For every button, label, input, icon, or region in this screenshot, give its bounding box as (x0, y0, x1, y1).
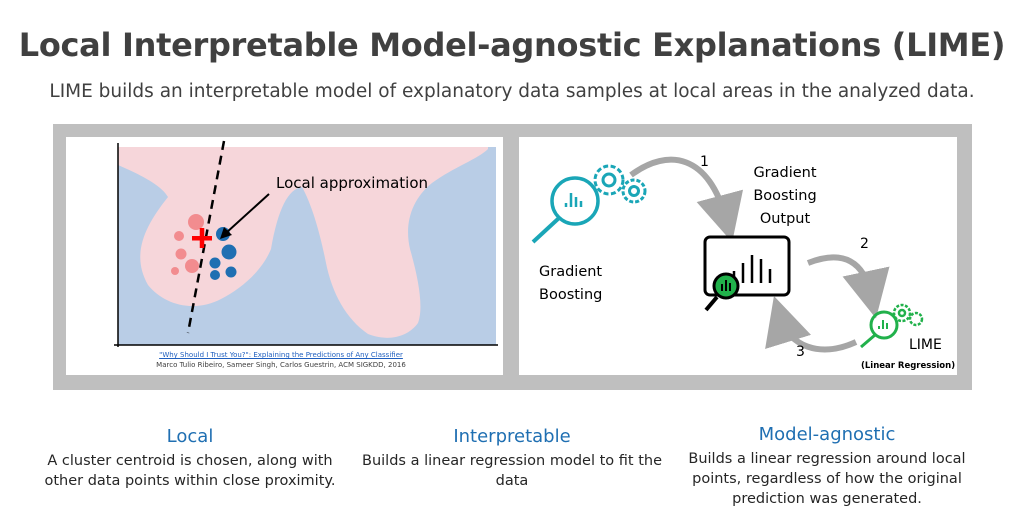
data-point-red (174, 231, 184, 241)
pink-region (118, 147, 488, 338)
feature-description: Builds a linear regression around local … (688, 451, 966, 507)
diagram-frame: Local approximation "Why Should I Trust … (53, 124, 972, 390)
feature-local: Local A cluster centroid is chosen, alon… (40, 426, 340, 491)
annotation-arrow (225, 193, 270, 234)
step-2-label: 2 (860, 236, 869, 252)
data-point-blue (221, 244, 237, 260)
local-approximation-panel: Local approximation "Why Should I Trust … (66, 137, 503, 375)
step-3-arrow (765, 296, 858, 353)
citation-authors: Marco Tulio Ribeiro, Sameer Singh, Carlo… (156, 361, 406, 369)
pipeline-panel: Gradient Boosting 1 Gradient Boosting Ou… (519, 137, 957, 375)
gradient-boosting-label-line2: Boosting (539, 287, 602, 303)
gradient-boosting-label-line1: Gradient (539, 264, 602, 280)
citation-link[interactable]: "Why Should I Trust You?": Explaining th… (159, 351, 403, 359)
feature-interpretable: Interpretable Builds a linear regression… (362, 426, 662, 491)
feature-title: Interpretable (453, 426, 571, 447)
feature-title: Local (166, 426, 214, 447)
step-3-label: 3 (796, 344, 805, 360)
gears-magnifier-icon (531, 164, 647, 244)
data-point-blue (225, 266, 237, 278)
feature-title: Model-agnostic (758, 424, 896, 445)
output-label-line2: Boosting (753, 188, 816, 204)
step-1-label: 1 (700, 154, 709, 170)
data-point-red (171, 267, 179, 275)
feature-model-agnostic: Model-agnostic Builds a linear regressio… (677, 424, 977, 509)
lime-label: LIME (909, 337, 942, 353)
data-point-blue (210, 270, 220, 280)
step-2-arrow (806, 254, 890, 319)
linear-regression-label: (Linear Regression) (861, 361, 955, 371)
annotation-arrowhead (220, 227, 232, 239)
local-approximation-label: Local approximation (276, 174, 428, 192)
pipeline-diagram: Gradient Boosting 1 Gradient Boosting Ou… (531, 154, 955, 371)
feature-description: Builds a linear regression model to fit … (362, 453, 662, 489)
explained-instance-cross-icon (192, 228, 212, 248)
page-title: Local Interpretable Model-agnostic Expla… (18, 26, 1006, 64)
data-point-red (188, 214, 204, 230)
chart-magnifier-icon (703, 235, 791, 312)
data-point-blue (209, 257, 221, 269)
decision-boundary-illustration: Local approximation (114, 140, 498, 347)
output-label-line3: Output (760, 211, 811, 227)
step-1-arrow (629, 156, 744, 243)
feature-description: A cluster centroid is chosen, along with… (44, 453, 336, 489)
gears-magnifier-small-icon (860, 303, 924, 349)
page-subtitle: LIME builds an interpretable model of ex… (49, 81, 975, 102)
data-point-red (185, 259, 199, 273)
data-point-red (175, 248, 187, 260)
output-label-line1: Gradient (753, 165, 816, 181)
